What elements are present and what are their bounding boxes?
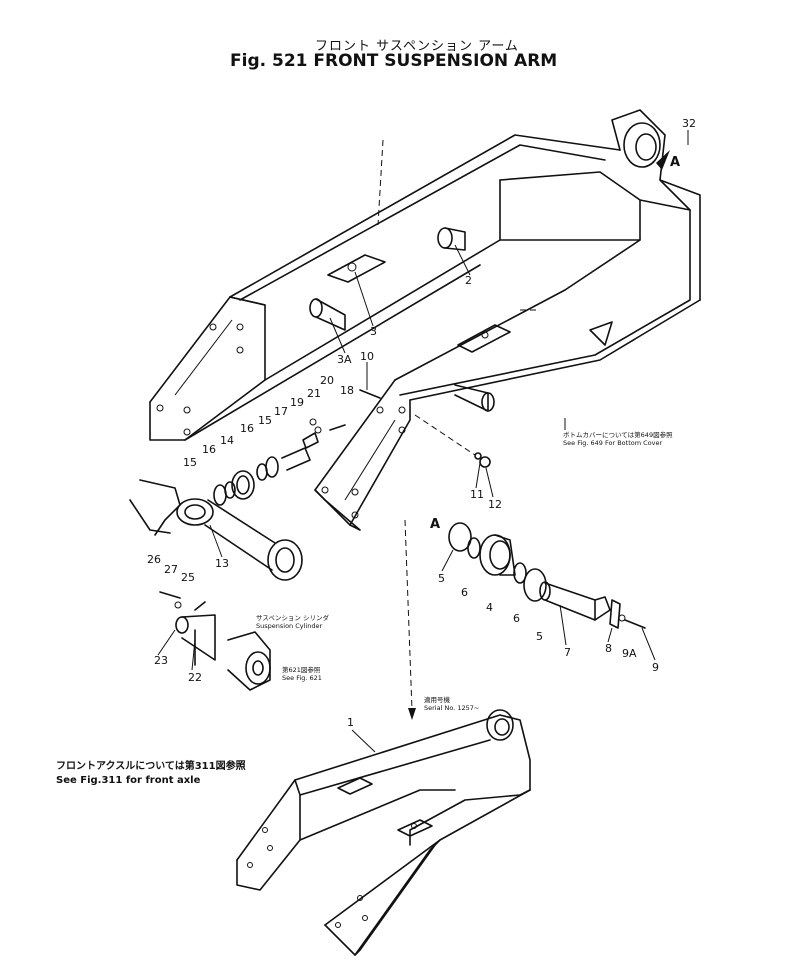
- callout-A-top: A: [670, 155, 680, 170]
- callout-8: 8: [605, 642, 612, 655]
- callout-6a: 6: [461, 586, 468, 599]
- cylinder-ref-en: See Fig. 621: [282, 674, 322, 682]
- title-japanese: フロント サスペンション アーム: [315, 39, 519, 54]
- front-axle-note-en: See Fig.311 for front axle: [56, 775, 201, 786]
- callout-13: 13: [215, 557, 229, 570]
- bottom-cover-note-jp: ボトムカバーについては第649図参照: [563, 431, 673, 439]
- serial-note: 適用号機 Serial No. 1257~: [424, 696, 479, 712]
- callout-3: 3: [370, 325, 377, 338]
- cylinder-note-en: Suspension Cylinder: [256, 622, 323, 630]
- cylinder-ref-jp: 第621図参照: [282, 666, 321, 674]
- callout-16a: 16: [240, 422, 254, 435]
- callout-14: 14: [220, 434, 234, 447]
- front-axle-note: フロントアクスルについては第311図参照 See Fig.311 for fro…: [56, 760, 246, 788]
- callout-20: 20: [320, 374, 334, 387]
- callout-9: 9: [652, 661, 659, 674]
- bushing-parts-left: [129, 389, 491, 581]
- callout-12: 12: [488, 498, 502, 511]
- bushing-parts-right: [448, 522, 646, 629]
- callout-18: 18: [340, 384, 354, 397]
- figure-title: Fig. 521 FRONT SUSPENSION ARM: [230, 51, 558, 71]
- callout-1: 1: [347, 716, 354, 729]
- arrow-marker-down: [408, 708, 416, 720]
- cylinder-ref-note: 第621図参照 See Fig. 621: [282, 666, 322, 682]
- callout-22: 22: [188, 671, 202, 684]
- callout-16b: 16: [202, 443, 216, 456]
- callout-26: 26: [147, 553, 161, 566]
- cylinder-note-jp: サスペンション シリンダ: [256, 614, 329, 622]
- callout-2: 2: [465, 274, 472, 287]
- callout-labels: 32 A 2 3 3A 10 21 20 18 19 17 15 16 14 1…: [147, 117, 696, 729]
- callout-23: 23: [154, 654, 168, 667]
- cylinder-note: サスペンション シリンダ Suspension Cylinder: [256, 614, 329, 630]
- callout-5b: 5: [536, 630, 543, 643]
- upper-suspension-arm: [149, 109, 701, 711]
- callout-6b: 6: [513, 612, 520, 625]
- front-axle-note-jp: フロントアクスルについては第311図参照: [56, 761, 246, 772]
- callout-5a: 5: [438, 572, 445, 585]
- callout-27: 27: [164, 563, 178, 576]
- pin-and-cylinder: [159, 591, 271, 691]
- callout-32: 32: [682, 117, 696, 130]
- callout-17: 17: [274, 405, 288, 418]
- callout-15b: 15: [183, 456, 197, 469]
- lower-suspension-arm: [236, 709, 531, 956]
- bottom-cover-note-en: See Fig. 649 For Bottom Cover: [563, 439, 663, 447]
- callout-25: 25: [181, 571, 195, 584]
- callout-9A: 9A: [622, 647, 637, 660]
- leader-lines: [157, 130, 689, 753]
- serial-note-jp: 適用号機: [424, 696, 450, 704]
- serial-note-en: Serial No. 1257~: [424, 704, 480, 712]
- callout-7: 7: [564, 646, 571, 659]
- callout-3A: 3A: [337, 353, 352, 366]
- bottom-cover-note: ボトムカバーについては第649図参照 See Fig. 649 For Bott…: [563, 431, 673, 447]
- arrow-marker: [656, 150, 670, 170]
- callout-19: 19: [290, 396, 304, 409]
- callout-15a: 15: [258, 414, 272, 427]
- callout-A-mid: A: [430, 517, 440, 532]
- callout-4: 4: [486, 601, 493, 614]
- callout-11: 11: [470, 488, 484, 501]
- callout-21: 21: [307, 387, 321, 400]
- callout-10: 10: [360, 350, 374, 363]
